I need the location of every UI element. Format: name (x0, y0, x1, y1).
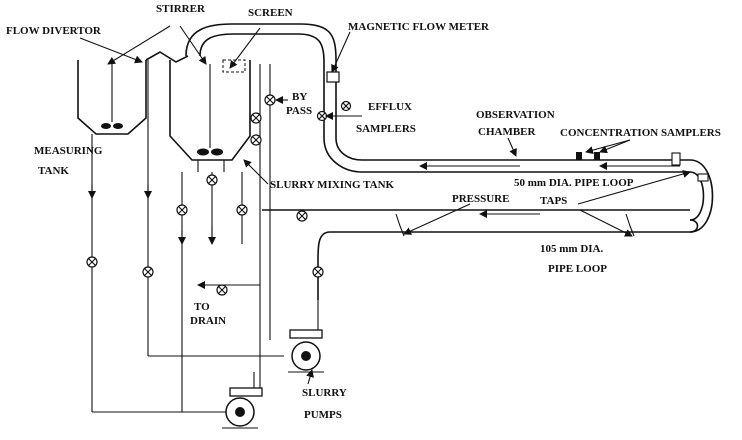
label-observation: OBSERVATION (476, 109, 555, 121)
label-tank: TANK (38, 165, 69, 177)
label-chamber: CHAMBER (478, 126, 537, 138)
label-50mm-pipe-loop: 50 mm DIA. PIPE LOOP (514, 177, 634, 189)
pipe-loop-105mm (262, 209, 699, 300)
label-samplers: SAMPLERS (356, 123, 416, 135)
label-to: TO (194, 301, 210, 313)
valve (176, 204, 188, 216)
valve (250, 112, 262, 124)
valve (250, 134, 262, 146)
valve (312, 266, 324, 278)
label-slurry-mixing-tank: SLURRY MIXING TANK (270, 179, 395, 191)
label-taps: TAPS (540, 195, 567, 207)
label-by: BY (292, 91, 307, 103)
label-efflux: EFFLUX (368, 101, 412, 113)
label-drain: DRAIN (190, 315, 226, 327)
measuring-tank (77, 60, 147, 412)
slurry-mixing-tank (169, 59, 251, 172)
efflux-sampler-valve (340, 100, 352, 112)
efflux-sampler-valve (316, 110, 328, 122)
label-flow-divertor: FLOW DIVERTOR (6, 25, 102, 37)
label-pass: PASS (286, 105, 312, 117)
label-pressure: PRESSURE (452, 193, 509, 205)
valve (142, 266, 154, 278)
valve (206, 174, 218, 186)
leader-lines (79, 25, 691, 385)
label-concentration-samplers: CONCENTRATION SAMPLERS (560, 127, 721, 139)
valve (264, 94, 276, 106)
concentration-samplers (576, 152, 600, 160)
label-pumps: PUMPS (304, 409, 342, 421)
label-pipe-loop: PIPE LOOP (548, 263, 607, 275)
valve (86, 256, 98, 268)
label-screen: SCREEN (248, 7, 293, 19)
flow-divertor (145, 51, 189, 118)
label-stirrer: STIRRER (156, 3, 206, 15)
valve (216, 284, 228, 296)
label-magnetic-flow-meter: MAGNETIC FLOW METER (348, 21, 490, 33)
slurry-pump-upper (288, 329, 324, 373)
valve (296, 210, 308, 222)
slurry-pump-lower (222, 387, 263, 429)
valve (236, 204, 248, 216)
return-pipe (185, 23, 714, 233)
label-105mm-dia: 105 mm DIA. (540, 243, 603, 255)
label-slurry: SLURRY (302, 387, 347, 399)
label-measuring: MEASURING (34, 145, 103, 157)
